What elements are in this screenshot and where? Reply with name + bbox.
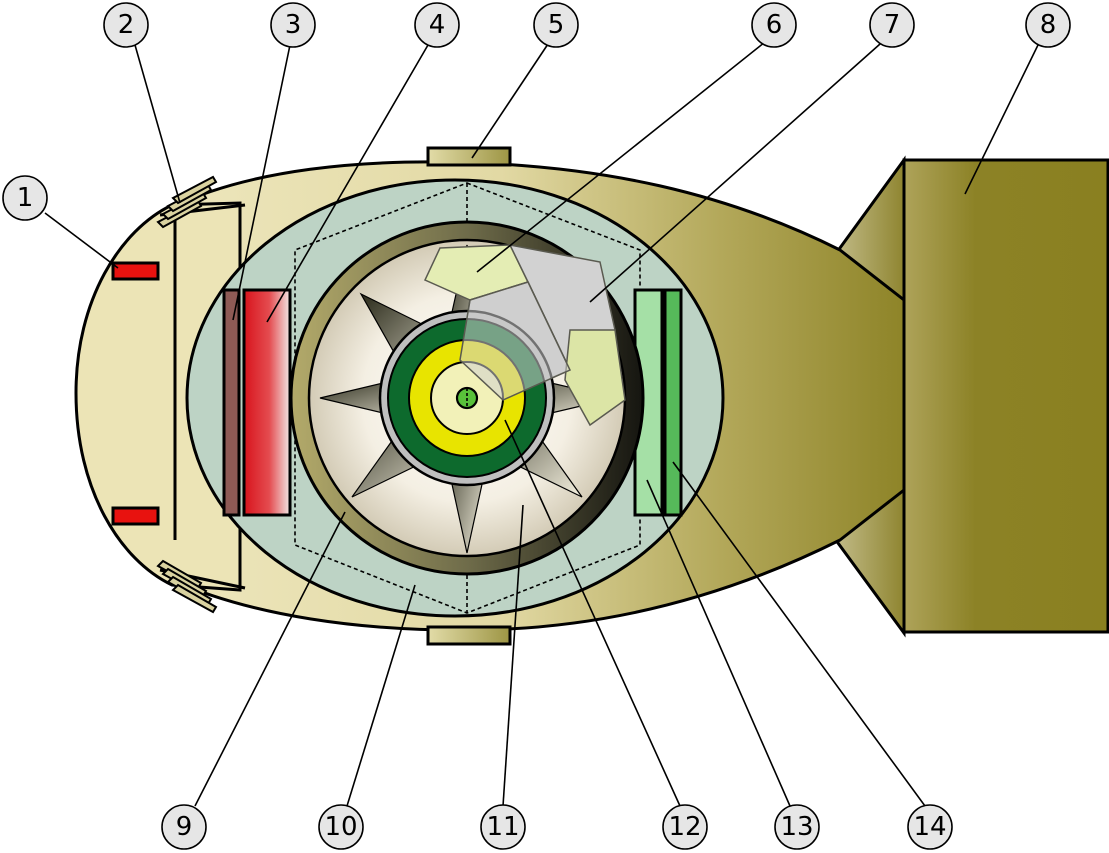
callout-5: 5 — [533, 2, 579, 48]
armor-plate-red — [242, 288, 292, 517]
callout-label: 13 — [780, 812, 813, 842]
callout-14: 14 — [907, 804, 953, 850]
antenna-group-top — [156, 175, 218, 229]
callout-label: 12 — [668, 812, 701, 842]
callout-2: 2 — [103, 2, 149, 48]
callout-13: 13 — [774, 804, 820, 850]
green-plate-thin — [663, 288, 683, 517]
callout-label: 5 — [548, 10, 565, 40]
red-detector-top — [111, 261, 160, 281]
callout-12: 12 — [662, 804, 708, 850]
suspension-lug-bottom — [426, 625, 512, 646]
nose-cap — [74, 201, 242, 592]
callout-label: 2 — [118, 10, 135, 40]
callout-7: 7 — [869, 2, 915, 48]
armor-plate-thin — [222, 288, 241, 517]
callout-3: 3 — [270, 2, 316, 48]
antenna-group-bottom — [156, 559, 218, 614]
callout-6: 6 — [751, 2, 797, 48]
callout-label: 10 — [324, 812, 357, 842]
callout-label: 4 — [429, 10, 446, 40]
callout-4: 4 — [414, 2, 460, 48]
cutaway-overlay — [459, 281, 572, 401]
callout-label: 3 — [285, 10, 302, 40]
callout-label: 7 — [884, 10, 901, 40]
callout-label: 11 — [486, 812, 519, 842]
callout-10: 10 — [318, 804, 364, 850]
callout-label: 8 — [1040, 10, 1057, 40]
callout-9: 9 — [161, 804, 207, 850]
callout-8: 8 — [1025, 2, 1071, 48]
tail-box — [902, 158, 1109, 634]
callout-11: 11 — [480, 804, 526, 850]
callout-label: 1 — [17, 183, 34, 213]
callout-label: 6 — [766, 10, 783, 40]
callout-label: 9 — [176, 812, 193, 842]
red-detector-bottom — [111, 506, 160, 526]
leader-lines — [44, 41, 1039, 807]
callout-1: 1 — [2, 175, 48, 221]
callout-label: 14 — [913, 812, 946, 842]
suspension-lug-top — [426, 146, 512, 167]
